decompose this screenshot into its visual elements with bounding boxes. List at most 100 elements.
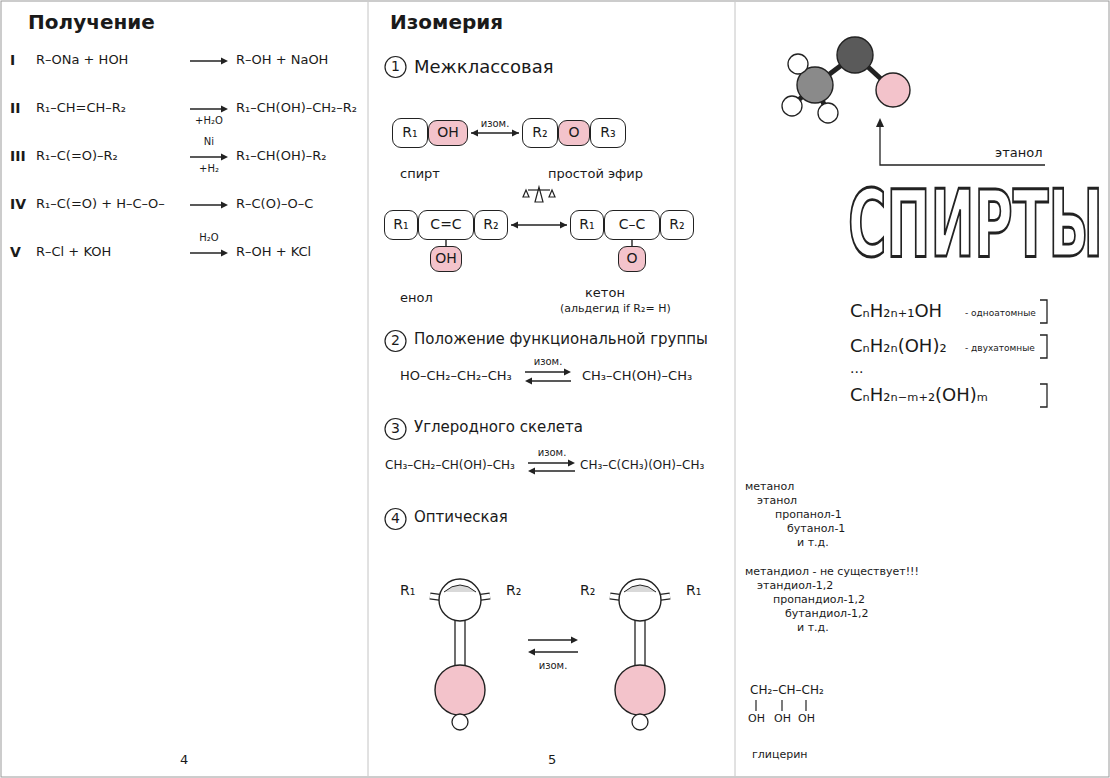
general-formula: CₙH₂ₙ(OH)₂: [850, 335, 947, 357]
reaction-formula: R₁–CH(OH)–CH₂–R₂: [236, 100, 357, 116]
glycerin-bond: [781, 700, 782, 711]
arrow-label: изом.: [479, 118, 512, 130]
arrow-label: изом.: [538, 447, 567, 459]
item-heading: Углеродного скелета: [414, 418, 583, 436]
equilibrium-arrow: [525, 378, 532, 385]
bracket: [1040, 335, 1047, 358]
piece-text: R₁: [402, 125, 417, 140]
puzzle-piece: O: [618, 246, 646, 272]
piece-text: C=C: [430, 217, 461, 232]
optical-molecule: [632, 714, 648, 730]
reagent-label: +H₂O: [195, 115, 223, 127]
puzzle-piece: R₂: [474, 210, 508, 240]
puzzle-piece: OH: [430, 246, 462, 272]
general-formula: CₙH₂ₙ₋ₘ₊₂(OH)ₘ: [850, 384, 988, 406]
list-item: бутандиол-1,2: [785, 607, 869, 620]
class-label: простой эфир: [548, 166, 643, 182]
balance-symbol: [549, 190, 555, 197]
reaction-formula: R–C(O)–O–C: [236, 196, 313, 212]
item-number: 1: [391, 58, 400, 75]
piece-text: O: [626, 251, 637, 266]
ethanol-model: [782, 37, 910, 123]
optical-molecule: [444, 585, 476, 592]
reaction-arrow: [221, 154, 228, 161]
optical-molecule: [619, 579, 661, 621]
list-item: метанол: [745, 480, 794, 493]
general-formula: CₙH₂ₙ₊₁OH: [850, 300, 942, 322]
group-label: OH: [748, 712, 765, 725]
puzzle-piece: R₁: [570, 210, 604, 240]
piece-text: O: [568, 125, 579, 140]
reaction-formula: R–OH + KCl: [236, 244, 311, 260]
puzzle-piece: R₂: [660, 210, 694, 240]
group-label: R₁: [686, 582, 701, 599]
structural-formula: CH₃–CH(OH)–CH₃: [582, 368, 692, 384]
equilibrium-arrow: [530, 380, 571, 381]
arrow-head: [560, 222, 567, 229]
reaction-arrow: [190, 108, 223, 109]
number-circle: [385, 419, 406, 440]
ethanol-model: [788, 54, 808, 74]
compound-name: глицерин: [752, 748, 808, 761]
list-item: и т.д.: [797, 621, 829, 634]
glycerin-bond: [756, 700, 806, 711]
puzzle-piece: C=C: [418, 210, 474, 240]
piece-text: OH: [437, 125, 459, 140]
class-label: кетон: [585, 285, 625, 301]
leader-line: [876, 118, 884, 127]
section-heading: Получение: [28, 10, 155, 34]
puzzle-piece: R₂: [522, 118, 558, 148]
group-label: OH: [798, 712, 815, 725]
equilibrium-arrow: [528, 468, 535, 475]
equilibrium-arrow: [568, 460, 575, 467]
puzzle-piece: R₁: [392, 118, 428, 148]
structural-formula: CH₃–CH₂–CH(OH)–CH₃: [385, 458, 515, 472]
reaction-formula: R–OH + NaOH: [236, 52, 328, 68]
equilibrium-arrow: [533, 470, 575, 471]
reaction-arrow: [221, 106, 228, 113]
list-item: пропанол-1: [775, 508, 842, 521]
ethanol-model: [782, 96, 802, 116]
bracket: [1040, 300, 1047, 407]
group-label: OH: [774, 712, 791, 725]
condition-label: H₂O: [199, 232, 218, 244]
ethanol-model: [837, 37, 873, 73]
page-frame: [735, 2, 736, 776]
roman-numeral: III: [10, 148, 26, 165]
reaction-arrow: [190, 252, 223, 253]
equilibrium-arrow: [564, 369, 571, 376]
page-number: 5: [548, 752, 556, 768]
list-item: пропандиол-1,2: [773, 593, 865, 606]
roman-numeral: I: [10, 52, 15, 69]
balance-symbol: [528, 189, 550, 190]
balance-symbol: [523, 187, 555, 202]
list-item: метандиол - не существует!!!: [745, 565, 919, 578]
puzzle-piece: O: [558, 120, 590, 146]
item-heading: Оптическая: [414, 508, 508, 526]
optical-molecule: [435, 665, 485, 715]
piece-text: R₂: [483, 217, 498, 232]
reaction-arrow: [221, 58, 228, 65]
piece-text: R₁: [579, 217, 594, 232]
page-frame: [368, 2, 369, 776]
catalyst-label: Ni: [204, 136, 214, 148]
ellipsis: ...: [850, 360, 863, 377]
bracket: [1040, 384, 1047, 407]
glycerin-bond: [755, 700, 756, 711]
reaction-formula: R–Cl + KOH: [36, 244, 111, 260]
structural-formula: CH₂–CH–CH₂: [750, 683, 824, 697]
list-item: бутанол-1: [787, 522, 845, 535]
list-item: этанол: [757, 494, 797, 507]
structural-formula: CH₃–C(CH₃)(OH)–CH₃: [580, 458, 704, 472]
group-label: R₂: [506, 582, 521, 599]
roman-numeral: IV: [10, 196, 26, 213]
optical-molecule: [439, 579, 481, 621]
page-number: 4: [180, 752, 188, 768]
glycerin-bond: [805, 700, 806, 711]
leader-line: [880, 125, 1045, 165]
equilibrium-arrow: [528, 649, 535, 656]
reaction-formula: R₁–CH=CH–R₂: [36, 100, 126, 116]
